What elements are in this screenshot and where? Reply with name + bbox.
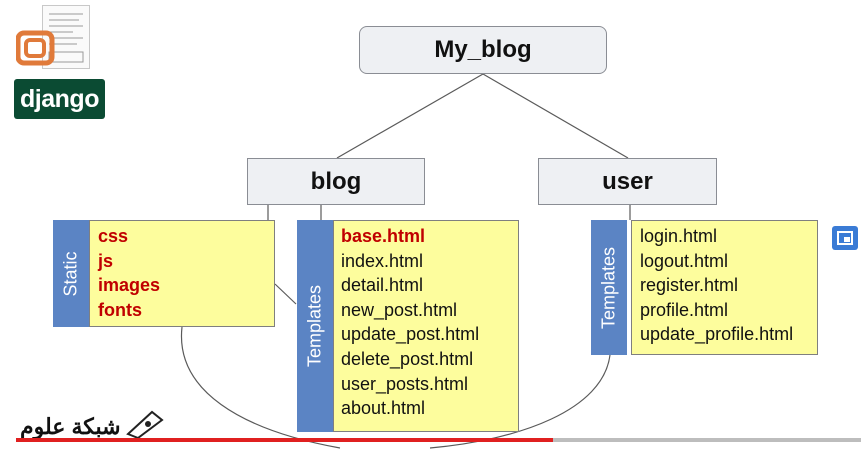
- list-item: login.html: [640, 226, 718, 246]
- list-item: css: [98, 226, 129, 246]
- list-item: new_post.html: [341, 299, 458, 320]
- user-templates-sidebar: Templates: [591, 220, 627, 355]
- blog-templates-sidebar-label: Templates: [304, 284, 325, 368]
- app-label-user: user: [602, 167, 653, 195]
- watermark-logo-icon: [126, 410, 164, 440]
- video-progress-fill[interactable]: [16, 438, 553, 442]
- list-item: update_post.html: [341, 324, 480, 345]
- list-item: delete_post.html: [341, 348, 474, 369]
- user-templates-sidebar-label: Templates: [598, 246, 619, 329]
- user-templates-panel: login.html logout.html register.html pro…: [631, 220, 818, 355]
- blog-templates-panel: base.html index.html detail.html new_pos…: [333, 220, 519, 432]
- app-logo-icon: [16, 30, 55, 66]
- watermark-text: شبكة علوم: [20, 414, 121, 439]
- list-item: register.html: [640, 275, 739, 296]
- django-logo: django: [14, 79, 105, 119]
- list-item: base.html: [341, 226, 426, 246]
- static-panel: css js images fonts: [89, 220, 275, 327]
- root-node: My_blog: [359, 26, 607, 74]
- django-logo-text: django: [20, 84, 99, 113]
- app-node-user: user: [538, 158, 717, 205]
- list-item: user_posts.html: [341, 373, 469, 394]
- mini-player-icon[interactable]: [832, 226, 858, 250]
- list-item: logout.html: [640, 250, 729, 271]
- root-label: My_blog: [434, 36, 532, 63]
- list-item: index.html: [341, 250, 424, 271]
- static-sidebar: Static: [53, 220, 89, 327]
- app-label-blog: blog: [310, 167, 362, 195]
- blog-templates-sidebar: Templates: [297, 220, 333, 432]
- list-item: about.html: [341, 398, 426, 419]
- static-list: css js images fonts: [98, 224, 160, 322]
- list-item: update_profile.html: [640, 324, 794, 345]
- list-item: detail.html: [341, 275, 424, 296]
- list-item: js: [98, 250, 114, 271]
- list-item: images: [98, 275, 161, 296]
- static-sidebar-label: Static: [60, 250, 81, 297]
- list-item: profile.html: [640, 299, 729, 320]
- blog-templates-list: base.html index.html detail.html new_pos…: [341, 224, 479, 421]
- app-node-blog: blog: [247, 158, 425, 205]
- user-templates-list: login.html logout.html register.html pro…: [640, 224, 793, 347]
- list-item: fonts: [98, 299, 142, 320]
